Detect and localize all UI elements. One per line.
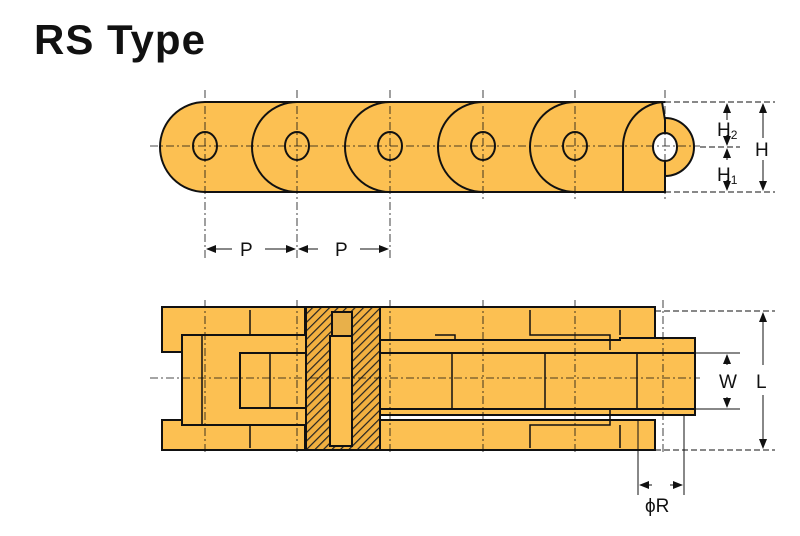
h2-label: H2 bbox=[717, 120, 738, 142]
pitch-label: P bbox=[240, 240, 253, 261]
r-label: ϕR bbox=[645, 496, 669, 517]
top-view-chain bbox=[161, 306, 696, 451]
pitch-label: P bbox=[335, 240, 348, 261]
chain-link bbox=[622, 101, 666, 193]
w-label: W bbox=[719, 372, 737, 393]
top-dimensions bbox=[637, 310, 775, 495]
h-label: H bbox=[755, 140, 769, 161]
sectioned-joint bbox=[305, 306, 381, 451]
side-view-chain bbox=[159, 101, 695, 193]
chain-link bbox=[529, 101, 666, 193]
pin bbox=[329, 335, 353, 447]
pin-head bbox=[331, 311, 353, 339]
diagram-title: RS Type bbox=[34, 16, 206, 63]
side-centerlines bbox=[150, 90, 700, 258]
top-centerlines bbox=[150, 300, 700, 455]
inner-block bbox=[379, 352, 696, 410]
h1-label: H1 bbox=[717, 165, 738, 187]
l-label: L bbox=[756, 372, 767, 393]
side-dimensions bbox=[206, 101, 775, 253]
upper-side-plate bbox=[379, 306, 656, 341]
lower-side-plate bbox=[379, 419, 656, 451]
